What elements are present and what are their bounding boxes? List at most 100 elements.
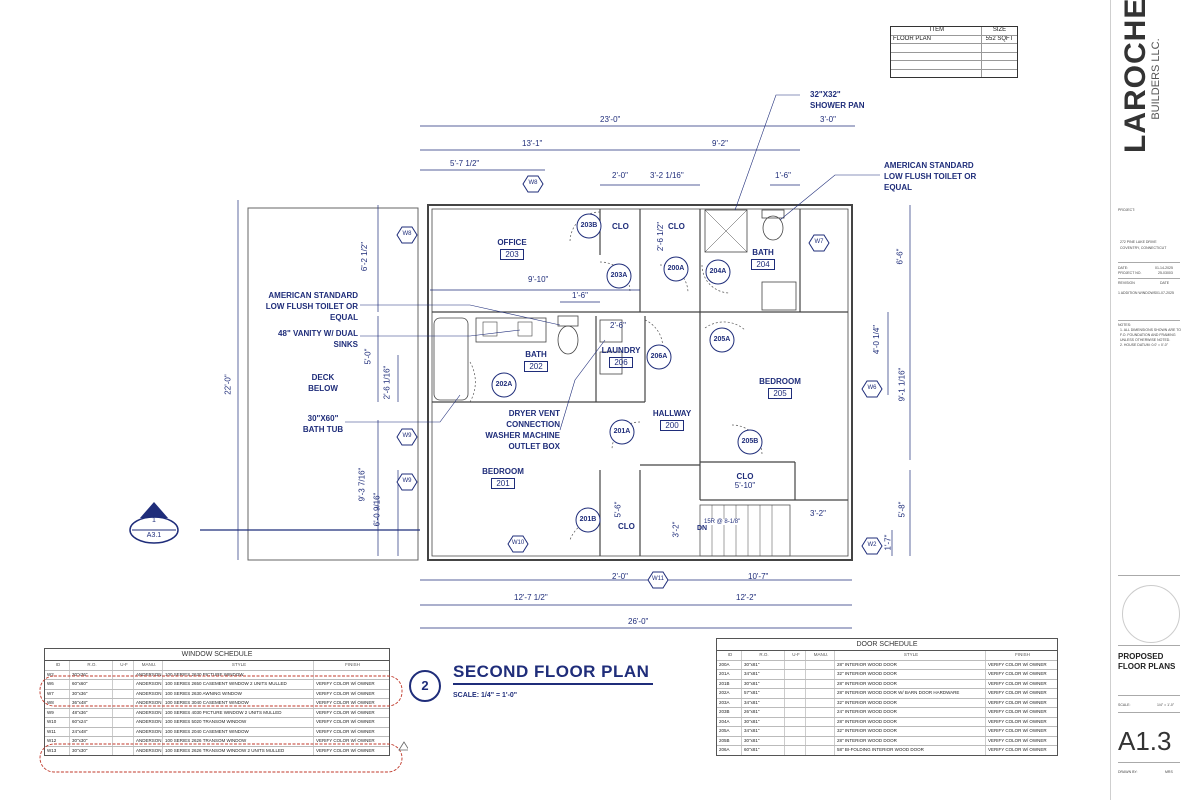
door-schedule-header: ID R.O. U-F MANU. STYLE FINISH [717,651,1057,661]
table-cell: 28" INTERIOR WOOD DOOR [835,736,986,745]
door-tag: 205A [713,336,731,343]
section-marker-sheet: A3.1 [146,532,162,539]
dim-text: 3'-2" [810,509,826,518]
project-no-label: PROJECT NO. [1118,271,1142,275]
table-cell: 30"x81" [742,717,785,726]
table-cell: ANDERSON [134,708,163,717]
dim-text: 13'-1" [522,139,543,148]
scale-value: 1/4" = 1'-0" [1157,703,1175,707]
table-cell [785,717,806,726]
table-cell: W2 [45,670,70,679]
table-cell: ANDERSON [134,680,163,689]
table-cell: 34"x81" [742,698,785,707]
table-cell [806,689,835,698]
table-cell: 204A [717,717,742,726]
door-schedule: DOOR SCHEDULE ID R.O. U-F MANU. STYLE FI… [716,638,1058,756]
table-cell: 60"x60" [70,680,113,689]
table-cell [806,670,835,679]
drawing-scale: SCALE: 1/4" = 1'-0" [453,692,518,699]
table-cell: 30"x30" [70,746,113,755]
door-tag: 205B [741,438,759,445]
table-cell: 60"x24" [70,718,113,727]
table-cell [806,717,835,726]
door-tag: 202A [495,381,513,388]
table-cell: 57"x81" [742,689,785,698]
revision-entry: 1 ADDITION WINDOWS [1118,291,1157,295]
dim-text: 9'-10" [528,275,549,284]
dimension-lines [200,125,911,629]
washer [599,319,623,343]
table-cell: 28" INTERIOR WOOD DOOR [835,660,986,669]
dim-text: 10'-7" [748,572,769,581]
table-cell [806,660,835,669]
callout-dryer: DRYER VENT CONNECTION WASHER MACHINE OUT… [485,409,560,451]
table-cell [785,689,806,698]
window-schedule-header: ID R.O. U-F MANU. STYLE FINISH [45,661,389,671]
table-cell [113,680,134,689]
table-cell: ANDERSON [134,737,163,746]
drawn-by-label: DRAWN BY: [1118,770,1138,774]
window-tag: W8 [528,180,538,186]
table-cell [113,727,134,736]
window-tag: W9 [402,433,412,439]
table-cell [113,699,134,708]
title-block [1110,0,1200,800]
table-cell: 28" INTERIOR WOOD DOOR W/ BARN DOOR HARD… [835,689,986,698]
table-cell: VERIFY COLOR W/ OWNER [988,709,1047,714]
address-line1: 272 PINE LAKE DRIVE [1120,240,1157,244]
stamp-circle [1122,585,1180,643]
table-cell: 60"x81" [742,746,785,755]
table-cell: 205A [717,727,742,736]
area-header-item: ITEM [891,27,982,35]
window-tag: W2 [867,542,877,548]
table-cell: 100 SERIES 2626 TRANSOM WINDOW [163,737,314,746]
window-tag: W9 [402,478,412,484]
sheet-title-line1: PROPOSED [1118,652,1164,661]
walls [247,204,853,561]
dim-text: 12'-2" [736,593,757,602]
door-tag: 201B [579,516,597,523]
area-cell: FLOOR PLAN [891,35,982,43]
bath-vanity [761,281,797,311]
drawn-by-value: MRS [1165,770,1173,774]
drawing-number: 2 [409,670,441,702]
stair [699,504,791,557]
area-cell [891,52,982,60]
table-cell: 30"x81" [742,736,785,745]
scale-label: SCALE: [1118,703,1131,707]
table-cell [785,736,806,745]
table-cell: 24" INTERIOR WOOD DOOR [835,708,986,717]
table-cell: W7 [45,689,70,698]
table-cell [806,746,835,755]
deck-label: DECK BELOW [308,373,338,393]
room-bedroom-201: BEDROOM 201 [482,467,524,489]
table-cell: 205B [717,736,742,745]
table-cell: 100 SERIES 2626 TRANSOM WINDOW 2 UNITS M… [163,746,314,755]
table-cell [785,708,806,717]
stair-riser-label: 15R @ 8-1/8" [704,519,741,525]
project-heading: PROJECT: [1118,208,1135,212]
table-cell: 30"x81" [742,679,785,688]
table-cell: 30"x30" [70,737,113,746]
table-cell: VERIFY COLOR W/ OWNER [316,700,375,705]
table-cell: 201B [717,679,742,688]
table-cell [806,679,835,688]
dim-text: 1'-6" [572,291,588,300]
table-cell: 100 SERIES 3040 CASEMENT WINDOW [163,699,314,708]
table-cell: 30"x81" [742,660,785,669]
dim-text: 2'-0" [612,171,628,180]
dim-text: 2'-0" [612,572,628,581]
room-closet-205: CLO 5'-10" [734,472,756,490]
door-tag: 203B [580,222,598,229]
window-schedule-title: WINDOW SCHEDULE [45,649,389,661]
table-cell [785,727,806,736]
closet-label: CLO [668,222,685,231]
